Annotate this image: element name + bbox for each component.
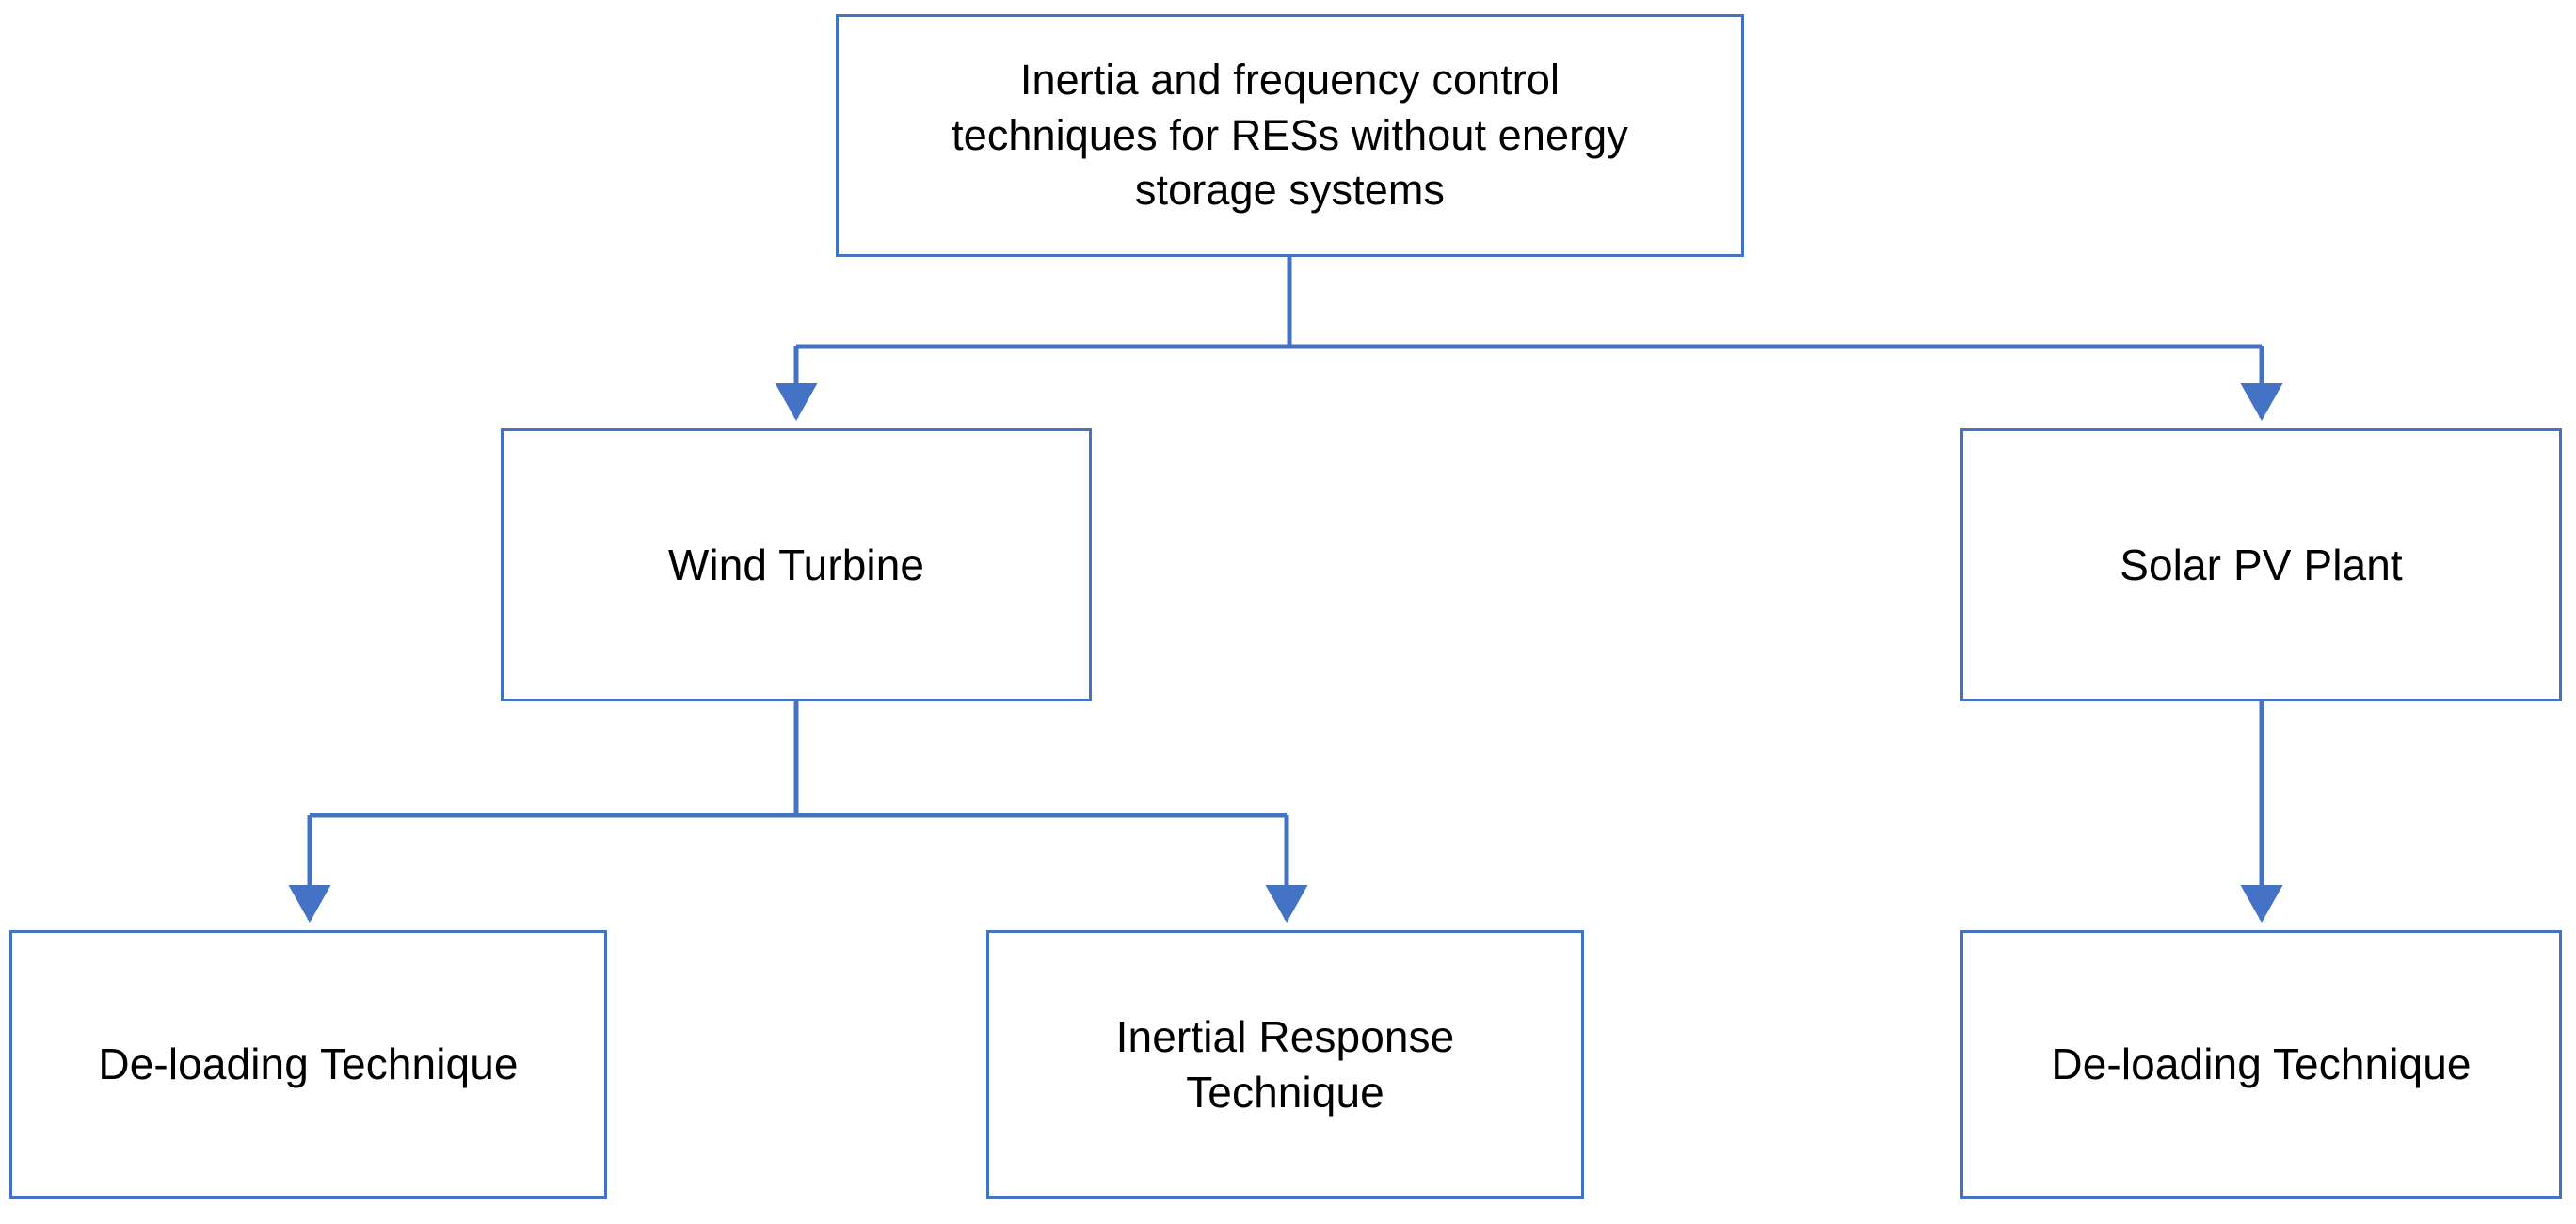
- node-inertial-response-technique-label: Inertial Response Technique: [1115, 1011, 1455, 1117]
- node-root-label: Inertia and frequency control techniques…: [952, 56, 1628, 215]
- node-solar-pv-plant-label: Solar PV Plant: [2120, 540, 2403, 589]
- node-wind-deloading-technique[interactable]: De-loading Technique: [9, 930, 607, 1199]
- node-wind-turbine-label: Wind Turbine: [667, 540, 925, 589]
- node-solar-pv-plant[interactable]: Solar PV Plant: [1960, 428, 2562, 701]
- node-inertial-response-technique[interactable]: Inertial Response Technique: [986, 930, 1584, 1199]
- edge-root-to-children: [796, 257, 2262, 349]
- node-solar-deloading-technique[interactable]: De-loading Technique: [1960, 930, 2562, 1199]
- node-wind-deloading-technique-label: De-loading Technique: [98, 1039, 519, 1089]
- node-wind-turbine[interactable]: Wind Turbine: [501, 428, 1092, 701]
- node-root[interactable]: Inertia and frequency control techniques…: [836, 14, 1744, 257]
- edge-wind-turbine-to-children: [310, 701, 1287, 818]
- node-solar-deloading-technique-label: De-loading Technique: [2051, 1039, 2472, 1089]
